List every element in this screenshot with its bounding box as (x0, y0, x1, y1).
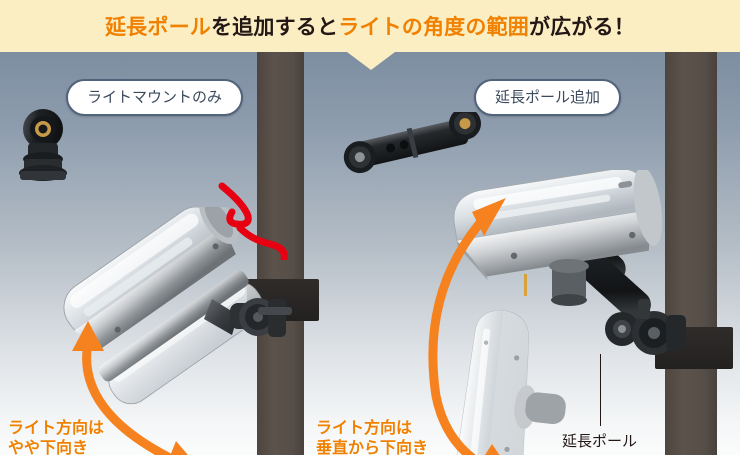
label-pill-light-mount-only: ライトマウントのみ (66, 79, 244, 116)
extension-pole-thumbnail (343, 112, 481, 174)
title-segment-4: が広がる！ (529, 16, 635, 39)
header-banner: 延長ポールを追加するとライトの角度の範囲が広がる！ (0, 0, 740, 52)
caption-left: ライト方向は やや下向き (8, 419, 104, 455)
caption-left-line2: やや下向き (8, 440, 89, 455)
title-segment-3: ライトの角度の範囲 (338, 16, 529, 39)
caption-left-line1: ライト方向は (8, 420, 105, 437)
pole-callout-label: 延長ポール (562, 433, 638, 450)
fixture-left-bracket (204, 298, 292, 337)
pole-callout-leader-line (600, 354, 601, 426)
caption-mid-line1: ライト方向は (316, 420, 413, 437)
label-pill-extension-pole-added: 延長ポール追加 (474, 79, 622, 116)
title-segment-1: 延長ポール (104, 16, 211, 39)
mounting-post-right (665, 52, 717, 455)
red-handwritten-mark (218, 182, 288, 260)
page-title: 延長ポールを追加するとライトの角度の範囲が広がる！ (0, 0, 740, 52)
caption-mid-line2: 垂直から下向き (316, 440, 429, 455)
banner-notch-triangle (347, 52, 395, 70)
caption-middle: ライト方向は 垂直から下向き (316, 419, 428, 455)
light-mount-thumbnail (19, 109, 67, 181)
title-segment-2: を追加すると (210, 16, 339, 39)
